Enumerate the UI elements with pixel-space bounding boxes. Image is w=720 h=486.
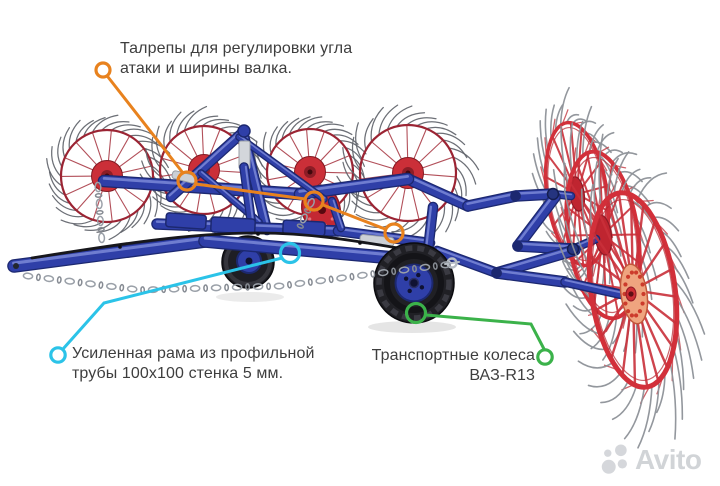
right-rake-wheel-front bbox=[558, 133, 706, 449]
annotation-transport-wheels-line2: ВАЗ-R13 bbox=[469, 366, 535, 384]
callout-ring bbox=[176, 170, 198, 192]
callout-ring bbox=[536, 348, 554, 366]
annotation-turnbuckles: Талрепы для регулировки угла атаки и шир… bbox=[120, 39, 352, 78]
annotation-turnbuckles-line1: Талрепы для регулировки угла bbox=[120, 40, 353, 57]
annotation-frame-line2: трубы 100x100 стенка 5 мм. bbox=[72, 364, 284, 382]
chains bbox=[22, 181, 452, 294]
avito-watermark: Avito bbox=[600, 443, 702, 477]
callout-ring bbox=[94, 61, 112, 79]
annotation-turnbuckles-line2: атаки и ширины валка. bbox=[120, 59, 293, 77]
avito-logo-icon bbox=[601, 444, 627, 474]
zigzag-frame bbox=[402, 173, 601, 288]
annotation-frame-line1: Усиленная рама из профильной bbox=[72, 345, 315, 362]
annotation-transport-wheels: Транспортные колеса ВАЗ-R13 bbox=[330, 346, 535, 385]
callout-lines bbox=[49, 61, 554, 366]
callout-ring bbox=[49, 346, 67, 364]
avito-watermark-text: Avito bbox=[635, 444, 702, 475]
main-frame bbox=[97, 124, 436, 249]
drawbar bbox=[7, 231, 434, 273]
annotation-transport-wheels-line1: Транспортные колеса bbox=[371, 347, 535, 364]
callout-ring bbox=[404, 301, 428, 325]
callout-ring bbox=[278, 241, 302, 265]
callout-ring bbox=[383, 222, 405, 244]
annotation-frame: Усиленная рама из профильной трубы 100x1… bbox=[72, 344, 315, 383]
callout-ring bbox=[303, 190, 325, 212]
